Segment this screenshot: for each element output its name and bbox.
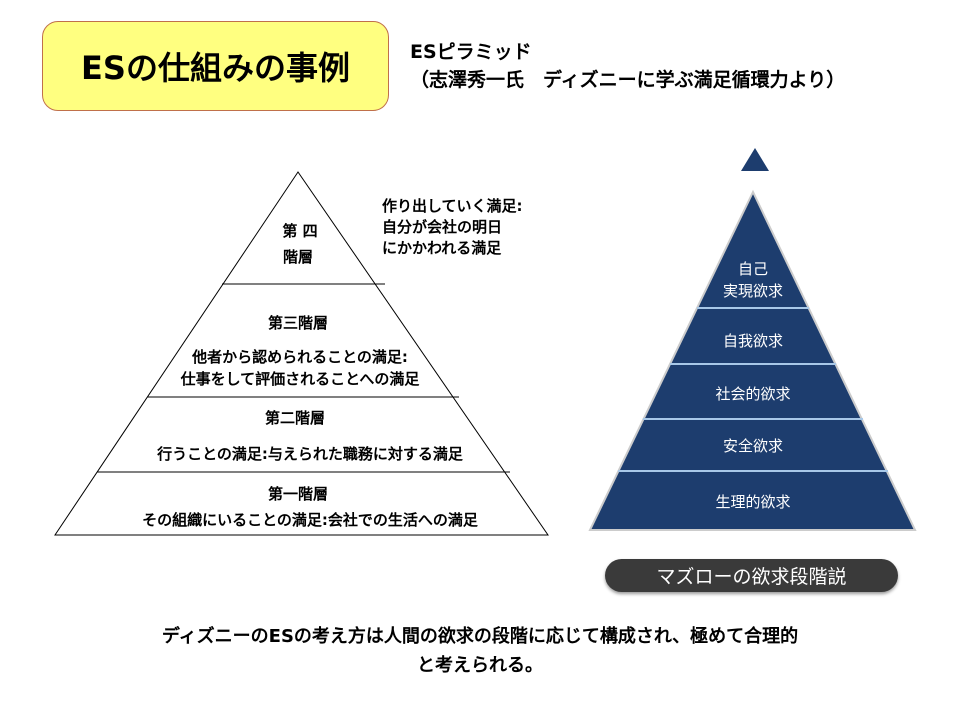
level1-desc: その組織にいることの満足:会社での生活への満足 — [142, 511, 479, 529]
es-pyramid: 第 四 階層 第三階層 他者から認められることの満足: 仕事をして評価されること… — [54, 171, 549, 536]
title-text: ESの仕組みの事例 — [81, 49, 350, 87]
level3-label: 第三階層 — [268, 314, 328, 332]
level4-label2: 階層 — [283, 248, 313, 266]
level2-desc: 行うことの満足:与えられた職務に対する満足 — [156, 445, 464, 463]
maslow-level-safety: 安全欲求 — [723, 437, 783, 455]
desc-line: 自分が会社の明日 — [382, 218, 503, 236]
maslow-level-social: 社会的欲求 — [715, 385, 790, 403]
desc-line: にかかわれる満足 — [382, 239, 502, 257]
maslow-level-physiological: 生理的欲求 — [715, 493, 790, 511]
conclusion-line2: と考えられる。 — [417, 655, 543, 676]
maslow-level-self-actualization-2: 実現欲求 — [723, 282, 783, 300]
level1-label: 第一階層 — [268, 485, 328, 503]
level2-label: 第二階層 — [265, 409, 325, 427]
apex-triangle — [741, 148, 769, 171]
desc-line: 作り出していく満足: — [382, 197, 523, 215]
subtitle-line1: ESピラミッド — [410, 41, 532, 63]
es-pyramid-outline — [54, 171, 549, 536]
level3-desc: 仕事をして評価されることへの満足 — [180, 370, 421, 388]
subtitle-line2: （志澤秀一氏 ディズニーに学ぶ満足循環力より） — [410, 69, 846, 91]
conclusion-line1: ディズニーのESの考え方は人間の欲求の段階に応じて構成され、極めて合理的 — [161, 626, 799, 647]
subtitle: ESピラミッド （志澤秀一氏 ディズニーに学ぶ満足循環力より） — [410, 38, 845, 94]
slide-title: ESの仕組みの事例 — [42, 21, 389, 111]
level3-desc: 他者から認められることの満足: — [191, 348, 408, 366]
conclusion: ディズニーのESの考え方は人間の欲求の段階に応じて構成され、極めて合理的 と考え… — [60, 622, 900, 680]
level4-label: 第 四 — [282, 222, 317, 240]
maslow-level-self-actualization: 自己 — [738, 260, 768, 278]
maslow-pyramid-body — [588, 189, 917, 531]
maslow-level-esteem: 自我欲求 — [723, 332, 783, 350]
caption-text: マズローの欲求段階説 — [656, 566, 847, 588]
level4-description: 作り出していく満足: 自分が会社の明日 にかかわれる満足 — [382, 196, 523, 259]
maslow-caption: マズローの欲求段階説 — [605, 559, 898, 592]
maslow-pyramid: 自己 実現欲求 自我欲求 社会的欲求 安全欲求 生理的欲求 — [588, 148, 917, 531]
